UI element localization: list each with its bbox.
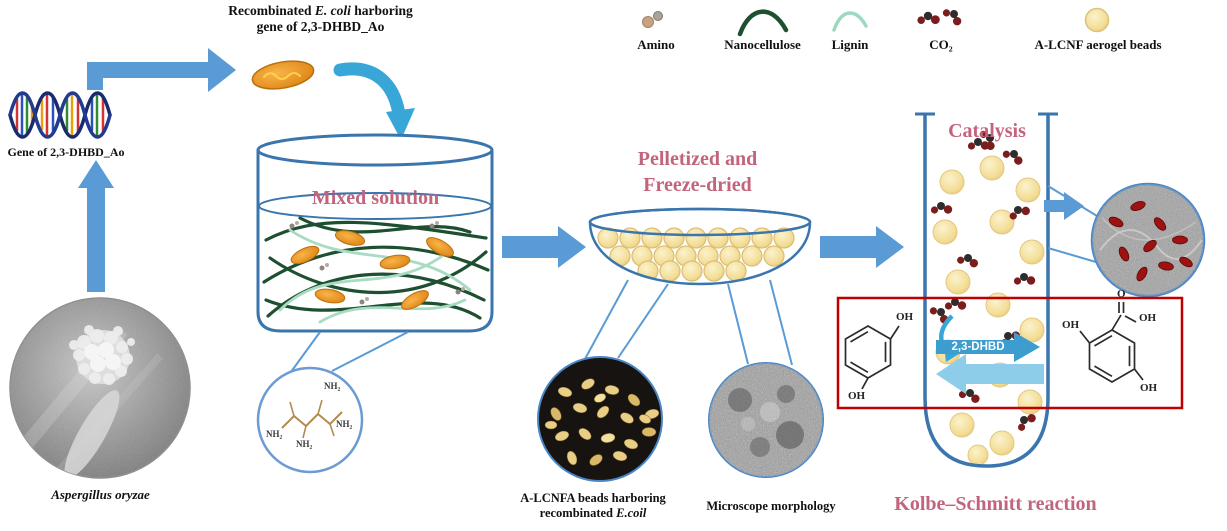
zoom-photo — [1090, 182, 1206, 298]
curved-arrow-ecoli-to-beaker — [333, 62, 415, 140]
test-tube — [915, 112, 1058, 468]
aspergillus-photo — [9, 297, 191, 479]
ecoli-icon — [251, 60, 315, 90]
beads-caption-line1: A-LCNFA beads harboring — [520, 491, 666, 505]
legend-aerogel-label: A-LCNF aerogel beads — [1034, 37, 1162, 52]
product-structure — [1079, 302, 1144, 383]
nanocellulose-icon — [737, 9, 789, 37]
beaker — [256, 133, 494, 333]
enzyme-label: 2,3-DHBD — [951, 341, 1005, 353]
lignin-icon — [832, 11, 868, 32]
reverse-reaction-arrow — [936, 354, 1044, 394]
nh2-label: NH₂ — [266, 429, 283, 439]
kolbe-schmitt-label: Kolbe–Schmitt reaction — [894, 493, 1097, 515]
legend-co2-label: CO₂ — [929, 37, 953, 52]
amine-connector-lines — [287, 331, 409, 377]
nh2-label: NH₂ — [324, 381, 341, 391]
mixed-solution-label: Mixed solution — [311, 187, 440, 209]
forward-reaction-arrow — [936, 332, 1040, 362]
legend-nanocellulose-label: Nanocellulose — [724, 37, 801, 52]
zoom-connector-lines — [1047, 185, 1098, 263]
dna-icon — [8, 91, 112, 139]
amino-icon — [642, 11, 663, 28]
elbow-arrow-dna-to-ecoli — [87, 48, 236, 92]
dish-beads — [597, 227, 795, 282]
pelletized-line2: Freeze-dried — [643, 174, 752, 196]
beads-caption: A-LCNFA beads harboring recombinated E.c… — [488, 491, 698, 521]
co2-icon — [917, 4, 966, 28]
microscope-photo — [708, 362, 824, 478]
mixed-solution-fibers — [262, 216, 490, 324]
oh-label: OH — [1062, 319, 1080, 331]
pelletized-line1: Pelletized and — [637, 148, 758, 170]
oh-label: OH — [1140, 382, 1158, 394]
o-label: O — [1117, 288, 1126, 300]
legend-lignin-label: Lignin — [831, 37, 869, 52]
pellet-dish — [588, 207, 812, 286]
title-line2: gene of 2,3-DHBD_Ao — [256, 18, 385, 34]
title-line1-italic: E. coli — [314, 3, 351, 18]
nh2-label: NH₂ — [296, 439, 313, 449]
title-line1-pre: Recombinated — [228, 3, 315, 18]
oh-label: OH — [1139, 312, 1157, 324]
amine-zoom-circle — [256, 366, 364, 474]
title-line1-post: harboring — [350, 3, 413, 18]
microscope-caption: Microscope morphology — [706, 499, 836, 513]
oh-label: OH — [848, 390, 866, 402]
recombinant-ecoli-title: Recombinated E. coli harboring gene of 2… — [188, 3, 453, 35]
beads-photo — [537, 356, 663, 482]
arrow-beaker-to-dish — [502, 226, 586, 268]
gene-label: Gene of 2,3-DHBD_Ao — [7, 145, 125, 159]
pelletized-label: Pelletized and Freeze-dried — [595, 146, 800, 198]
oh-label: OH — [896, 311, 914, 323]
resorcinol-structure — [844, 325, 900, 390]
nh2-label: NH₂ — [336, 419, 353, 429]
up-arrow-aspergillus-to-dna — [78, 160, 114, 292]
dish-connector-lines — [584, 279, 793, 366]
aerogel-bead-icon — [1084, 7, 1110, 33]
catalysis-label: Catalysis — [948, 120, 1026, 142]
beads-caption-line2-pre: recombinated — [539, 505, 617, 520]
beads-caption-line2-italic: E.coil — [616, 505, 647, 520]
legend-amino-label: Amino — [637, 37, 675, 52]
aspergillus-label: Aspergillus oryzae — [51, 487, 150, 502]
tube-zoom-arrow — [1044, 192, 1084, 220]
arrow-dish-to-tube — [820, 226, 904, 268]
reaction-box — [836, 296, 1184, 410]
